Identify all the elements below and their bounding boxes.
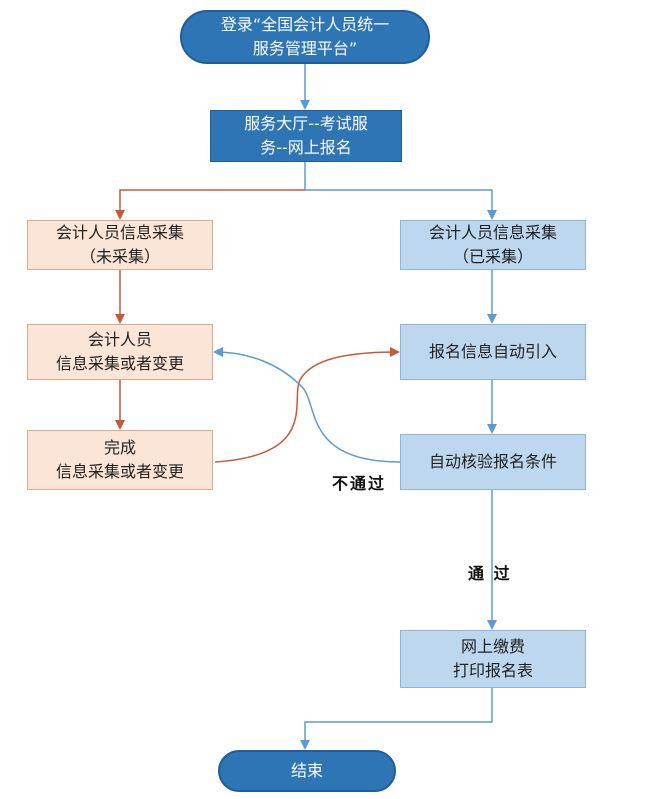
complete-change-line-2: 信息采集或者变更 (55, 462, 184, 481)
collect-or-change-line-1: 会计人员 (87, 330, 152, 349)
collect-collected-line-1: 会计人员信息采集 (428, 223, 557, 242)
pay-print-line-2: 打印报名表 (452, 661, 533, 680)
arrow-pay-to-end (300, 688, 493, 750)
end-node: 结束 (218, 750, 396, 792)
start-node-line-1: 登录“全国会计人员统一 (220, 15, 390, 34)
complete-change-line-1: 完成 (103, 438, 136, 457)
pay-print-node: 网上缴费 打印报名表 (400, 630, 586, 688)
collect-collected-node: 会计人员信息采集 （已采集） (400, 220, 586, 270)
collect-collected-line-2: （已采集） (452, 247, 533, 266)
complete-change-node: 完成 信息采集或者变更 (27, 430, 213, 490)
collect-or-change-line-2: 信息采集或者变更 (55, 354, 184, 373)
auto-import-node: 报名信息自动引入 (400, 324, 586, 380)
fail-label: 不通过 (332, 474, 387, 493)
pay-print-line-1: 网上缴费 (460, 637, 525, 656)
auto-check-line-1: 自动核验报名条件 (428, 452, 557, 471)
collect-not-collected-node: 会计人员信息采集 （未采集） (27, 220, 213, 270)
pass-label: 通 过 (468, 564, 512, 583)
auto-check-node: 自动核验报名条件 (400, 434, 586, 490)
auto-import-line-1: 报名信息自动引入 (428, 342, 557, 361)
service-hall-node: 服务大厅--考试服 务--网上报名 (210, 110, 402, 162)
end-node-label: 结束 (290, 761, 323, 780)
arrow-check-fail-to-change-curve (213, 347, 401, 463)
collect-or-change-node: 会计人员 信息采集或者变更 (27, 324, 213, 380)
arrow-split-to-left-collect (115, 189, 305, 220)
service-hall-line-2: 务--网上报名 (260, 138, 352, 157)
collect-not-collected-line-2: （未采集） (79, 247, 160, 266)
collect-not-collected-line-1: 会计人员信息采集 (55, 223, 184, 242)
start-node: 登录“全国会计人员统一 服务管理平台” (180, 10, 430, 64)
arrow-done-to-import-curve (214, 347, 400, 463)
arrow-split-to-right-collect (305, 189, 497, 220)
start-node-line-2: 服务管理平台” (252, 39, 358, 58)
service-hall-line-1: 服务大厅--考试服 (244, 114, 368, 133)
